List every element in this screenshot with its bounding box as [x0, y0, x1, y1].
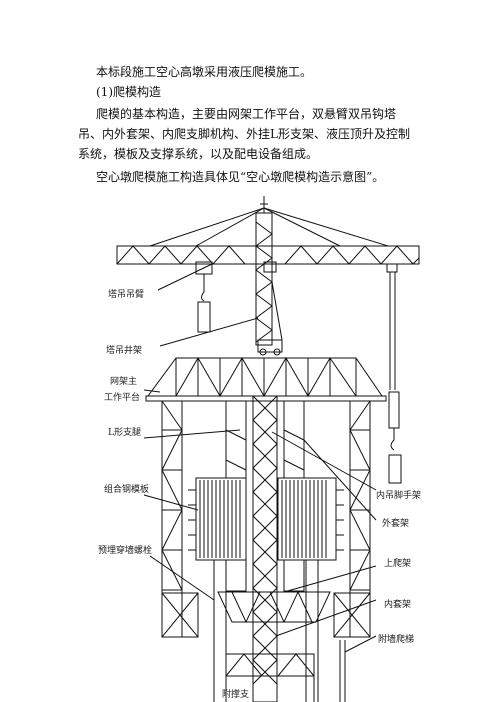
label-wall-ladder: 附墙爬梯 — [378, 633, 414, 645]
leader-lines — [143, 263, 377, 653]
label-l-bracket: L形支腿 — [108, 426, 141, 438]
label-inner-scaffold: 内吊脚手架 — [376, 489, 421, 501]
central-mast — [252, 395, 278, 702]
main-platform — [145, 357, 387, 402]
label-upper-climb: 上爬架 — [384, 558, 411, 569]
crane-jib — [116, 207, 420, 265]
outer-frame-left — [161, 400, 199, 638]
right-hook — [386, 263, 402, 484]
intro-paragraph: 本标段施工空心高墩采用液压爬模施工。 — [96, 65, 313, 79]
label-outer-frame: 外套架 — [382, 517, 409, 529]
label-steel-form: 组合钢模板 — [104, 483, 149, 495]
structure-paragraph: 爬模的基本构造，主要由网架工作平台，双悬臂双吊钩塔吊、内外套架、内爬支脚机构、外… — [78, 107, 410, 161]
crane-mast — [255, 196, 283, 356]
reference-paragraph: 空心墩爬模施工构造具体见“空心墩爬模构造示意图”。 — [96, 170, 385, 184]
label-platform-1: 网架主 — [110, 375, 137, 387]
label-crane-mast: 塔吊井架 — [106, 344, 142, 356]
pier-walls — [213, 560, 319, 702]
outer-frame-right — [333, 400, 371, 702]
left-hook — [195, 261, 213, 333]
steel-form-right — [277, 477, 344, 561]
label-platform-2: 工作平台 — [104, 391, 140, 403]
label-inner-frame: 内套架 — [384, 598, 411, 610]
section-heading: (1)爬模构造 — [96, 85, 161, 99]
label-support: 附撑支 — [222, 688, 249, 700]
steel-form-left — [188, 477, 247, 561]
label-crane-boom: 塔吊吊臂 — [108, 288, 144, 300]
label-tie-bolt: 预埋穿墙螺栓 — [98, 544, 152, 556]
